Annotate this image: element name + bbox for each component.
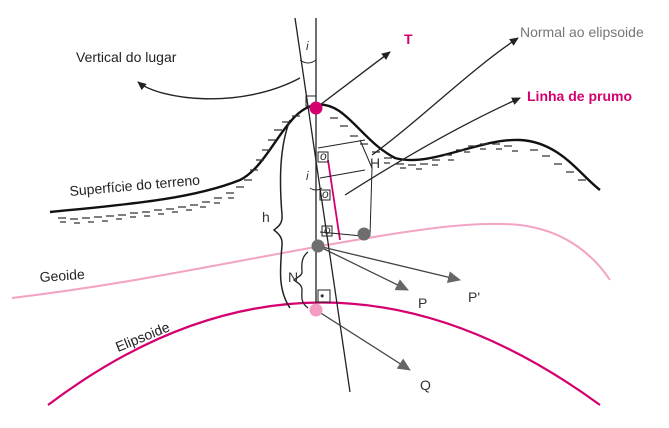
angle-arc-top bbox=[299, 59, 317, 64]
P-arrow bbox=[317, 245, 409, 291]
h-brace bbox=[272, 119, 291, 309]
geoid-curve bbox=[11, 222, 611, 299]
point-P-prime bbox=[357, 227, 371, 241]
label-normal-ao-elipsoide: Normal ao elipsoide bbox=[520, 24, 644, 40]
Q-arrow bbox=[315, 309, 411, 371]
marker-dot-2: o bbox=[322, 187, 329, 201]
label-P: P bbox=[418, 295, 427, 311]
terrain-hatching bbox=[58, 115, 586, 224]
label-superficie-do-terreno: Superfície do terreno bbox=[69, 172, 201, 199]
N-brace bbox=[293, 251, 309, 309]
vertical-line-main bbox=[294, 17, 351, 393]
terrain-curve bbox=[49, 103, 601, 214]
H-guide-2 bbox=[319, 169, 366, 179]
plumb-line bbox=[327, 159, 341, 241]
H-guide-1 bbox=[317, 139, 366, 149]
label-elipsoide: Elipsoide bbox=[113, 319, 172, 355]
marker-dot-1: o bbox=[320, 149, 327, 163]
label-P-prime: P' bbox=[468, 289, 480, 305]
angle-arc-mid bbox=[309, 187, 323, 191]
label-h: h bbox=[262, 209, 270, 225]
ellipsoid-curve bbox=[47, 301, 601, 406]
label-N: N bbox=[288, 269, 298, 285]
label-vertical-do-lugar: Vertical do lugar bbox=[76, 49, 177, 65]
label-geoide: Geoide bbox=[39, 266, 85, 285]
T-arrow bbox=[315, 51, 391, 109]
vertical-do-lugar-arrow bbox=[137, 77, 301, 100]
label-angle-i-mid: i bbox=[306, 169, 309, 183]
label-Q: Q bbox=[420, 377, 431, 393]
label-T: T bbox=[404, 31, 413, 47]
H-bracket bbox=[359, 139, 373, 237]
point-P bbox=[311, 239, 325, 253]
label-linha-de-prumo: Linha de prumo bbox=[527, 88, 632, 104]
marker-dot-4: • bbox=[320, 289, 324, 303]
prumo-arrow bbox=[344, 97, 521, 196]
label-angle-i-top: i bbox=[306, 39, 309, 53]
marker-dot-3: o bbox=[324, 223, 331, 237]
point-Q bbox=[309, 303, 323, 317]
P-prime-arrow bbox=[317, 245, 461, 284]
H-guide-3 bbox=[319, 231, 363, 237]
normal-arrow bbox=[371, 37, 519, 156]
label-H: H bbox=[370, 155, 380, 171]
point-T bbox=[309, 101, 323, 115]
